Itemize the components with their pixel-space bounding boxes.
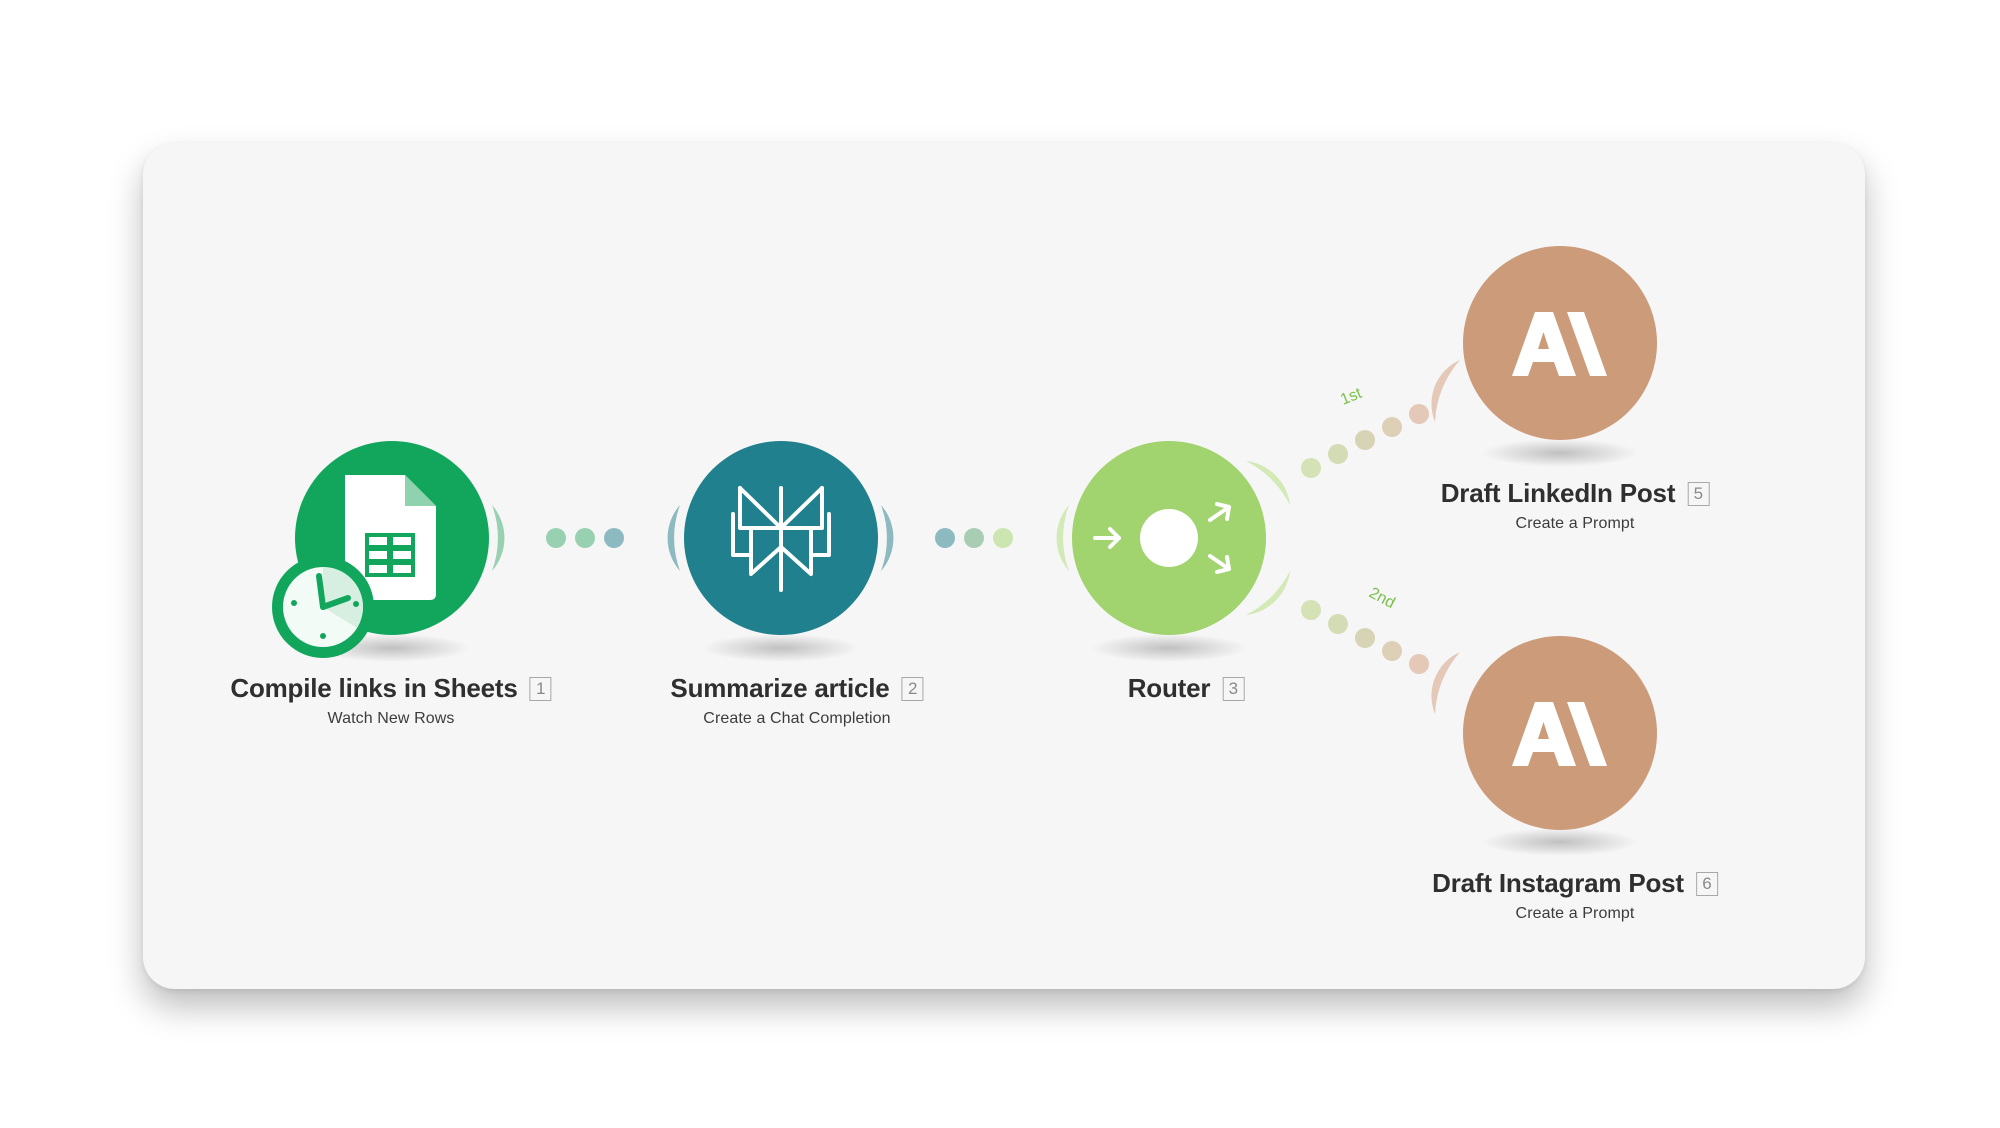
module-subtitle: Watch New Rows	[327, 710, 455, 727]
module-title[interactable]: Summarize article	[670, 673, 890, 703]
anthropic-claude-icon	[1512, 702, 1607, 766]
input-handle	[1431, 360, 1460, 422]
router-icon	[1093, 502, 1231, 574]
module-title[interactable]: Router	[1127, 673, 1211, 703]
connector-dot	[993, 528, 1013, 548]
module-number-badge: 5	[1687, 481, 1710, 506]
connector-dot	[1355, 430, 1375, 450]
module-router[interactable]	[1072, 441, 1266, 635]
module-google-sheets[interactable]	[272, 441, 489, 658]
output-handle	[492, 505, 505, 571]
connector-dot	[1301, 600, 1321, 620]
route-label: 2nd	[1366, 585, 1398, 613]
connector-dot	[1328, 614, 1348, 634]
module-label-2: Summarize article 2 Create a Chat Comple…	[670, 673, 924, 728]
connector-dot	[935, 528, 955, 548]
connector-sheets-to-perplexity[interactable]	[492, 505, 680, 571]
connector-dot	[1328, 444, 1348, 464]
connector-dot	[1382, 417, 1402, 437]
module-label-1: Compile links in Sheets 1 Watch New Rows	[230, 673, 552, 728]
route-label: 1st	[1338, 385, 1365, 409]
connector-dot	[604, 528, 624, 548]
module-label-3: Router 3	[1128, 673, 1245, 704]
module-number-badge: 2	[901, 676, 924, 701]
input-handle	[1056, 505, 1069, 571]
google-sheets-icon	[345, 475, 436, 600]
module-subtitle: Create a Prompt	[1515, 515, 1635, 532]
connector-dot	[964, 528, 984, 548]
connector-dot	[1355, 628, 1375, 648]
module-anthropic-linkedin[interactable]	[1463, 246, 1657, 440]
output-handle	[1246, 461, 1290, 505]
output-handle	[1246, 571, 1290, 615]
module-subtitle: Create a Chat Completion	[703, 710, 891, 727]
module-label-5: Draft LinkedIn Post 5 Create a Prompt	[1441, 478, 1710, 533]
connector-dot	[546, 528, 566, 548]
connector-dot	[1409, 654, 1429, 674]
connector-perplexity-to-router[interactable]	[881, 505, 1069, 571]
module-title[interactable]: Compile links in Sheets	[230, 673, 518, 703]
output-handle	[881, 505, 894, 571]
module-title[interactable]: Draft Instagram Post	[1432, 868, 1684, 898]
module-title[interactable]: Draft LinkedIn Post	[1440, 478, 1676, 508]
connector-dot	[575, 528, 595, 548]
connector-dot	[1301, 458, 1321, 478]
anthropic-claude-icon	[1512, 312, 1607, 376]
module-subtitle: Create a Prompt	[1515, 905, 1635, 922]
module-number-badge: 3	[1222, 676, 1245, 701]
clock-icon	[272, 556, 374, 658]
module-label-6: Draft Instagram Post 6 Create a Prompt	[1432, 868, 1718, 923]
module-anthropic-instagram[interactable]	[1463, 636, 1657, 830]
module-number-badge: 6	[1695, 871, 1718, 896]
perplexity-icon	[731, 486, 831, 592]
route-1st[interactable]: 1st	[1246, 360, 1460, 505]
input-handle	[1431, 652, 1460, 714]
connector-dot	[1409, 404, 1429, 424]
connector-dot	[1382, 641, 1402, 661]
module-perplexity[interactable]	[684, 441, 878, 635]
input-handle	[667, 505, 680, 571]
route-2nd[interactable]: 2nd	[1246, 571, 1460, 714]
module-number-badge: 1	[529, 676, 552, 701]
